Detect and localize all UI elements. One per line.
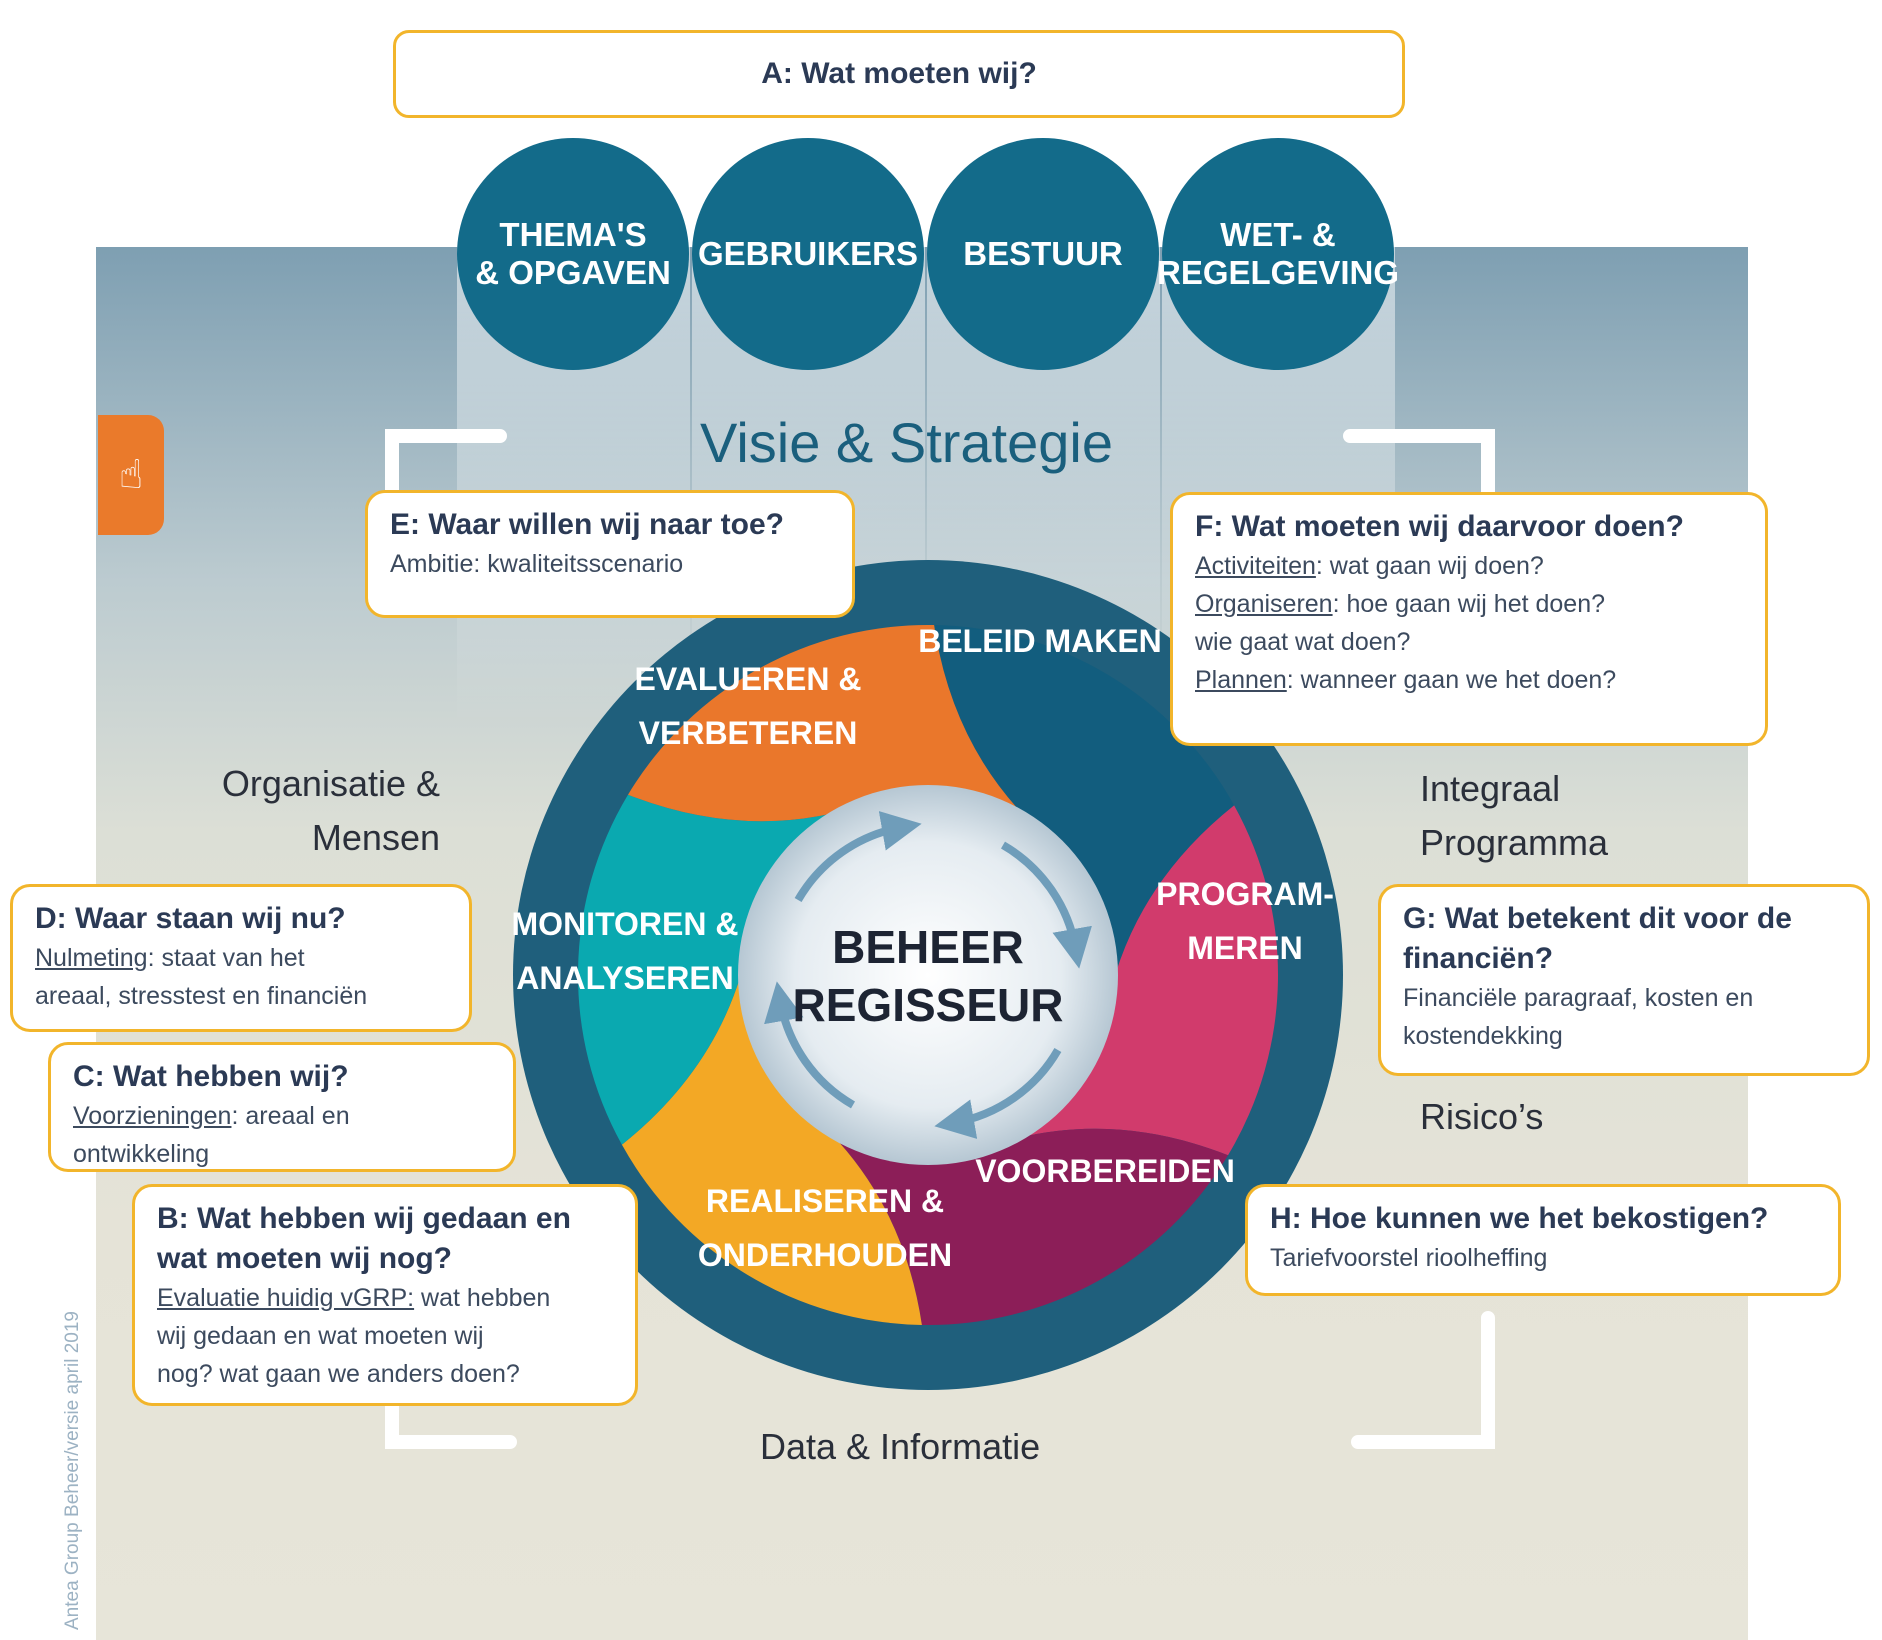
underlined-term: Nulmeting: [35, 944, 148, 972]
vision-label: Visie & Strategie: [700, 411, 1113, 474]
segment-programmeren-label: MEREN: [1187, 930, 1303, 966]
label-organisatie-line1: Organisatie &: [221, 763, 440, 804]
label-risicos: Risico’s: [1420, 1096, 1544, 1137]
segment-voorbereiden-label: VOORBEREIDEN: [975, 1153, 1235, 1189]
segment-monitoren-label: MONITOREN &: [512, 906, 739, 942]
label-organisatie-line2: Mensen: [311, 817, 440, 858]
text-fragment: Financiële paragraaf, kosten en: [1403, 984, 1754, 1012]
callout-b-line-3: nog? wat gaan we anders doen?: [157, 1355, 613, 1393]
text-fragment: : wanneer gaan we het doen?: [1286, 666, 1617, 694]
callout-e-line-1: Ambitie: kwaliteitsscenario: [390, 545, 830, 583]
segment-evalueren-label: VERBETEREN: [639, 715, 858, 751]
label-integraal: Integraal Programma: [1420, 762, 1608, 870]
callout-b-line-1: Evaluatie huidig vGRP: wat hebben: [157, 1279, 613, 1317]
cycle-arrow-icon: [934, 1047, 1062, 1139]
label-organisatie: Organisatie & Mensen: [160, 757, 440, 865]
callout-c-line-1: Voorzieningen: areaal en: [73, 1097, 491, 1135]
segment-evalueren-label: EVALUEREN &: [635, 661, 862, 697]
callout-b-question: B: Wat hebben wij gedaan en wat moeten w…: [157, 1202, 571, 1275]
segment-realiseren-label: REALISEREN &: [706, 1183, 944, 1219]
callout-g: G: Wat betekent dit voor de financiën? F…: [1378, 884, 1870, 1076]
text-fragment: kostendekking: [1403, 1022, 1563, 1050]
text-fragment: : areaal en: [231, 1102, 350, 1130]
callout-h: H: Hoe kunnen we het bekostigen? Tariefv…: [1245, 1184, 1841, 1296]
callout-d-line-1: Nulmeting: staat van het: [35, 939, 447, 977]
text-fragment: : staat van het: [147, 944, 305, 972]
segment-realiseren: [621, 934, 922, 1325]
credit-text-wrapper: Antea Group Beheer/versie april 2019: [62, 1240, 92, 1640]
cycle-arrow-icon: [1000, 841, 1092, 969]
underlined-term: Evaluatie huidig vGRP:: [157, 1284, 415, 1312]
text-fragment: : hoe gaan wij het doen?: [1332, 590, 1606, 618]
wheel-center-disc: [738, 785, 1118, 1165]
text-fragment: nog? wat gaan we anders doen?: [157, 1360, 520, 1388]
label-integraal-line2: Programma: [1420, 822, 1609, 863]
callout-c-question: C: Wat hebben wij?: [73, 1060, 349, 1093]
callout-f-question: F: Wat moeten wij daarvoor doen?: [1195, 510, 1684, 543]
center-label-line-2: REGISSEUR: [793, 979, 1064, 1031]
underlined-term: Plannen: [1195, 666, 1287, 694]
callout-e-question: E: Waar willen wij naar toe?: [390, 508, 784, 541]
callout-h-line-1: Tariefvoorstel rioolheffing: [1270, 1239, 1816, 1277]
text-fragment: Ambitie: kwaliteitsscenario: [390, 550, 684, 578]
circle-wetgeving: WET- & REGELGEVING: [1157, 138, 1399, 370]
callout-f: F: Wat moeten wij daarvoor doen? Activit…: [1170, 492, 1768, 746]
label-integraal-line1: Integraal: [1420, 768, 1561, 809]
callout-f-line-3: wie gaat wat doen?: [1195, 623, 1743, 661]
text-fragment: wij gedaan en wat moeten wij: [157, 1322, 484, 1350]
segment-monitoren: [578, 794, 875, 1145]
question-a-box: A: Wat moeten wij?: [393, 30, 1405, 118]
text-fragment: wie gaat wat doen?: [1195, 628, 1411, 656]
segment-programmeren: [981, 805, 1278, 1156]
segment-programmeren-label: PROGRAM-: [1156, 876, 1334, 912]
callout-c: C: Wat hebben wij? Voorzieningen: areaal…: [48, 1042, 516, 1172]
text-fragment: wat hebben: [414, 1284, 551, 1312]
callout-b: B: Wat hebben wij gedaan en wat moeten w…: [132, 1184, 638, 1406]
segment-monitoren-label: ANALYSEREN: [516, 960, 734, 996]
text-fragment: : wat gaan wij doen?: [1315, 552, 1544, 580]
label-data-informatie: Data & Informatie: [760, 1426, 1041, 1467]
text-fragment: ontwikkeling: [73, 1140, 210, 1168]
callout-f-line-4: Plannen: wanneer gaan we het doen?: [1195, 661, 1743, 699]
cycle-arrow-icon: [764, 981, 856, 1109]
text-fragment: areaal, stresstest en financiën: [35, 982, 368, 1010]
callout-h-question: H: Hoe kunnen we het bekostigen?: [1270, 1202, 1769, 1235]
callout-b-line-2: wij gedaan en wat moeten wij: [157, 1317, 613, 1355]
underlined-term: Voorzieningen: [73, 1102, 232, 1130]
callout-d-question: D: Waar staan wij nu?: [35, 902, 346, 935]
segment-realiseren-label: ONDERHOUDEN: [698, 1237, 952, 1273]
credit-text: Antea Group Beheer/versie april 2019: [62, 1311, 83, 1630]
circle-bestuur: BESTUUR: [927, 138, 1159, 370]
underlined-term: Organiseren: [1195, 590, 1333, 618]
callout-d: D: Waar staan wij nu? Nulmeting: staat v…: [10, 884, 472, 1032]
center-label-line-1: BEHEER: [832, 921, 1024, 973]
segment-beleid-maken: [934, 625, 1235, 1016]
text-fragment: Tariefvoorstel rioolheffing: [1270, 1244, 1548, 1272]
callout-g-line-1: Financiële paragraaf, kosten en: [1403, 979, 1845, 1017]
underlined-term: Activiteiten: [1195, 552, 1316, 580]
circle-gebruikers: GEBRUIKERS: [692, 138, 924, 370]
segment-beleid-maken-label: BELEID MAKEN: [918, 623, 1162, 659]
hand-icon: ☝: [98, 415, 164, 535]
callout-d-line-2: areaal, stresstest en financiën: [35, 977, 447, 1015]
callout-f-line-2: Organiseren: hoe gaan wij het doen?: [1195, 585, 1743, 623]
callout-e: E: Waar willen wij naar toe? Ambitie: kw…: [365, 490, 855, 618]
callout-g-line-2: kostendekking: [1403, 1017, 1845, 1055]
circle-themas: THEMA'S & OPGAVEN: [457, 138, 689, 370]
callout-c-line-2: ontwikkeling: [73, 1135, 491, 1173]
callout-f-line-1: Activiteiten: wat gaan wij doen?: [1195, 547, 1743, 585]
callout-g-question: G: Wat betekent dit voor de financiën?: [1403, 902, 1792, 975]
cycle-arrow-icon: [794, 811, 922, 903]
